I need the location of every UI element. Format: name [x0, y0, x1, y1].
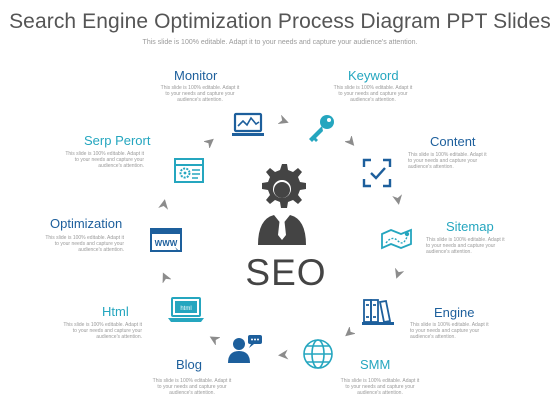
sitemap-map-icon: [381, 228, 412, 250]
flow-arrow-icon: [278, 115, 289, 124]
node-label-optimization: Optimization: [50, 216, 123, 231]
flow-arrow-icon: [162, 272, 171, 283]
node-label-blog: Blog: [176, 357, 203, 372]
node-desc-blog: This slide is 100% editable. Adapt it to…: [152, 378, 232, 396]
center-seo-label: SEO: [245, 252, 327, 293]
node-label-keyword: Keyword: [348, 68, 399, 83]
flow-arrow-icon: [278, 349, 289, 360]
www-browser-icon: WWW: [150, 228, 182, 252]
node-desc-optimization: This slide is 100% editable. Adapt it to…: [45, 235, 124, 253]
engine-books-icon: [362, 299, 394, 325]
node-label-content: Content: [430, 134, 476, 149]
www-icon-text: WWW: [155, 239, 178, 248]
flow-arrow-icon: [209, 336, 220, 345]
key-icon: [309, 115, 334, 142]
seo-person-gear-icon: [258, 164, 306, 245]
flow-arrow-icon: [345, 327, 355, 337]
node-desc-monitor: This slide is 100% editable. Adapt it to…: [160, 85, 240, 103]
node-label-smm: SMM: [360, 357, 391, 372]
node-desc-content: This slide is 100% editable. Adapt it to…: [408, 152, 487, 170]
node-desc-sitemap: This slide is 100% editable. Adapt it to…: [426, 237, 505, 255]
flow-arrow-icon: [158, 199, 169, 210]
node-desc-smm: This slide is 100% editable. Adapt it to…: [340, 378, 420, 396]
node-desc-engine: This slide is 100% editable. Adapt it to…: [410, 322, 489, 340]
node-label-html: Html: [102, 304, 129, 319]
node-label-monitor: Monitor: [174, 68, 218, 83]
serp-browser-gear-icon: [174, 158, 204, 183]
node-desc-html: This slide is 100% editable. Adapt it to…: [63, 322, 142, 340]
node-desc-keyword: This slide is 100% editable. Adapt it to…: [333, 85, 413, 103]
html-laptop-icon: html: [168, 297, 204, 322]
slide-title: Search Engine Optimization Process Diagr…: [9, 10, 551, 33]
globe-network-icon: [303, 339, 333, 369]
monitor-chart-icon: [232, 112, 264, 136]
node-desc-serp-perort: This slide is 100% editable. Adapt it to…: [65, 151, 144, 169]
flow-arrow-icon: [392, 194, 403, 205]
html-icon-text: html: [180, 306, 191, 312]
blog-user-chat-icon: [228, 335, 262, 363]
node-label-engine: Engine: [434, 305, 475, 320]
flow-arrow-icon: [395, 268, 404, 279]
node-label-sitemap: Sitemap: [446, 219, 494, 234]
flow-arrow-icon: [345, 136, 355, 146]
content-check-icon: [362, 158, 392, 188]
slide-subtitle: This slide is 100% editable. Adapt it to…: [142, 39, 418, 46]
node-label-serp-perort: Serp Perort: [84, 133, 151, 148]
flow-arrow-icon: [204, 138, 214, 148]
